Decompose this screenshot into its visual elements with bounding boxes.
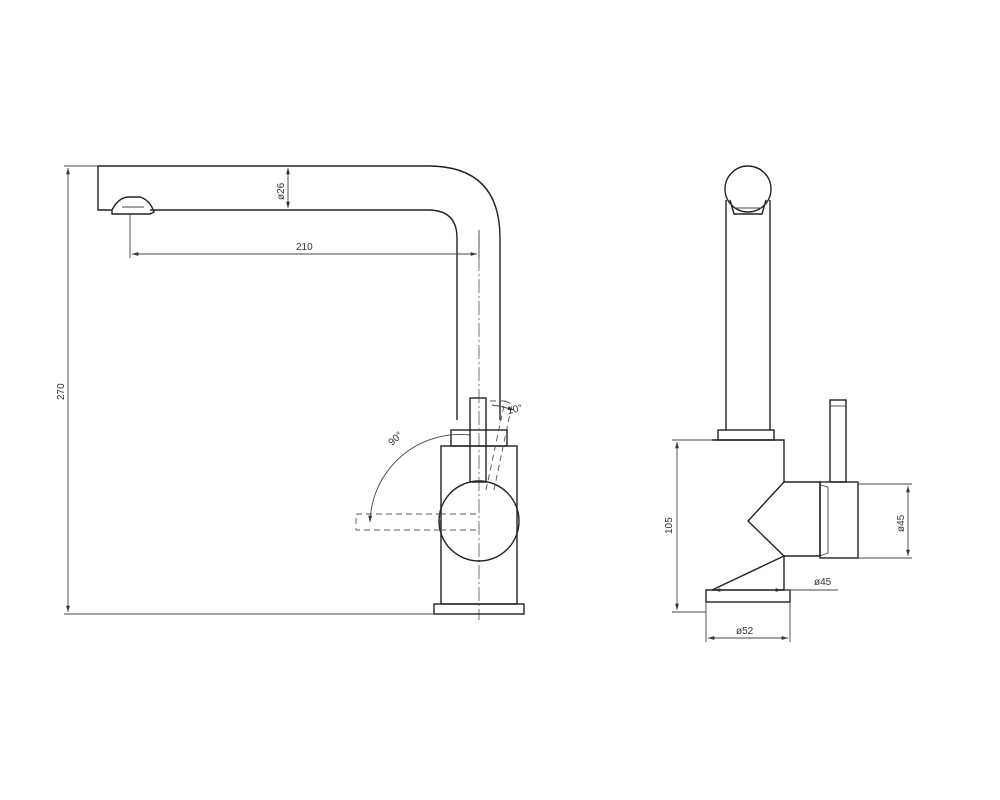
front-body — [711, 439, 785, 591]
front-collar — [717, 429, 775, 441]
handle-rotation-label: 90° — [387, 430, 406, 448]
handle-lever-upright — [469, 397, 487, 483]
body-diameter-label: ø45 — [814, 577, 832, 588]
front-handle-hub — [747, 481, 785, 557]
front-aerator-icon — [729, 199, 767, 215]
spout-head — [724, 165, 772, 213]
spout-tip — [97, 166, 112, 211]
faucet-base — [433, 603, 525, 615]
handle-diameter-label: ø45 — [896, 514, 907, 532]
handle-hub — [438, 480, 520, 562]
body-height-label: 105 — [664, 517, 675, 534]
spout-outline — [98, 165, 501, 420]
spout-inner-outline — [150, 209, 458, 420]
aerator-icon — [111, 196, 155, 215]
rotation-arc-90 — [368, 434, 471, 523]
spout-reach-label: 210 — [296, 242, 313, 253]
rotation-arc-10 — [491, 404, 515, 411]
total-height-label: 270 — [56, 383, 67, 400]
base-diameter-label: ø52 — [736, 626, 754, 637]
front-base — [705, 589, 791, 603]
handle-tilt-label: 10° — [506, 403, 523, 417]
spout-diameter-label: ø26 — [276, 182, 287, 200]
front-view: ø45 105 ø45 ø52 — [664, 165, 912, 642]
front-handle-lever — [829, 399, 847, 483]
side-view: 90° 10° 270 ø26 210 — [56, 165, 525, 620]
front-handle-cartridge — [819, 481, 859, 559]
